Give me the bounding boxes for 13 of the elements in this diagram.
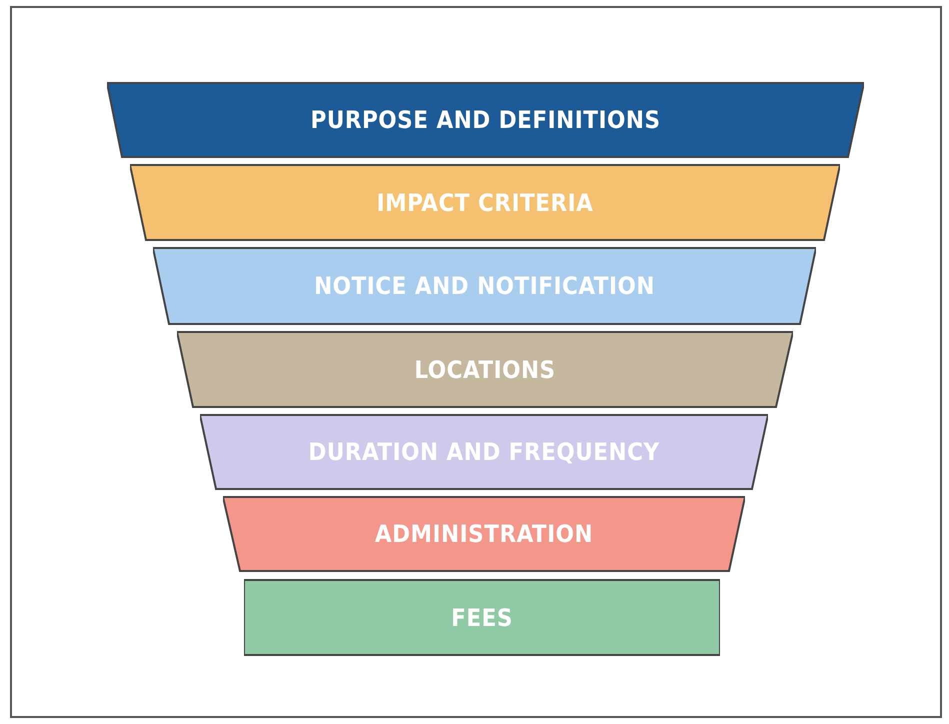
funnel-band bbox=[177, 331, 793, 408]
funnel-band bbox=[107, 82, 864, 158]
band-label: FEES bbox=[451, 604, 513, 632]
funnel-band bbox=[153, 247, 816, 325]
band-label: ADMINISTRATION bbox=[374, 520, 594, 548]
band-label: LOCATIONS bbox=[414, 356, 556, 384]
band-label: NOTICE AND NOTIFICATION bbox=[314, 272, 655, 300]
funnel-band bbox=[200, 414, 768, 490]
band-label: PURPOSE AND DEFINITIONS bbox=[310, 106, 660, 134]
band-label: IMPACT CRITERIA bbox=[376, 188, 594, 216]
funnel-band bbox=[223, 496, 745, 572]
funnel-band bbox=[244, 579, 720, 656]
funnel-band bbox=[130, 164, 840, 241]
